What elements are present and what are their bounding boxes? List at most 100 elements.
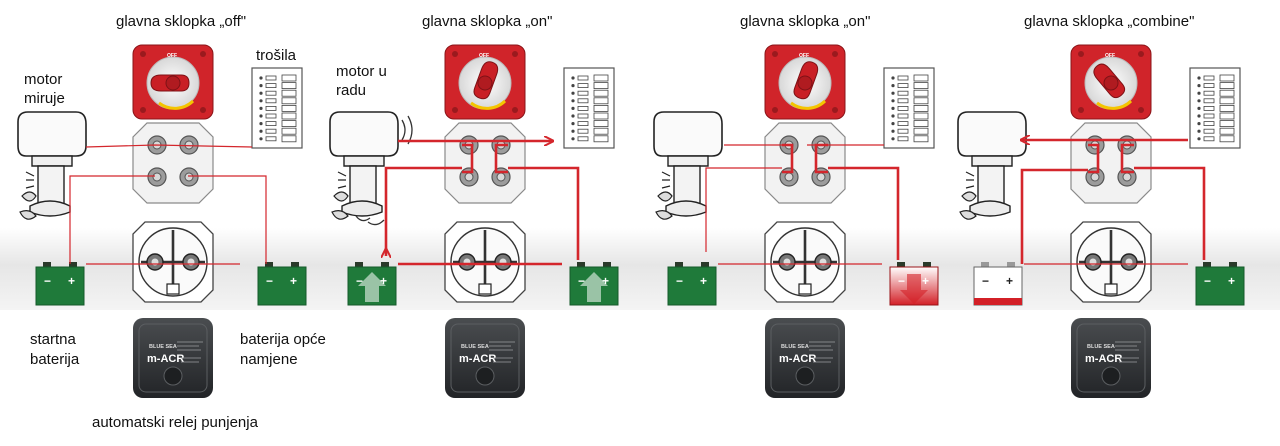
battery-plus-sign: + <box>1228 274 1235 288</box>
load-led <box>259 91 263 95</box>
load-switch <box>593 112 609 120</box>
battery-plus-sign: + <box>380 274 387 288</box>
load-led <box>571 84 575 88</box>
load-breaker <box>265 121 277 126</box>
relay-body <box>133 318 213 398</box>
relay-brand: BLUE SEA <box>149 344 177 350</box>
switch-off-text: OFF <box>799 53 809 59</box>
battery: −+ <box>973 262 1023 306</box>
switch-knob-hub <box>1103 75 1119 91</box>
switch-terminals <box>444 122 526 204</box>
relay-button <box>163 366 183 386</box>
switch-terminals <box>132 122 214 204</box>
battery: −+ <box>667 262 717 306</box>
engine-lower-unit <box>665 200 707 217</box>
wire <box>814 143 828 174</box>
load-panel <box>251 67 303 149</box>
relay-bezel <box>138 323 208 393</box>
terminal-nut <box>1122 172 1132 182</box>
battery-terminal <box>381 262 389 267</box>
start-battery-label-line1: startna <box>30 331 76 348</box>
battery-terminal <box>701 262 709 267</box>
battery: −+ <box>347 262 397 306</box>
engine-midsection <box>971 155 1013 167</box>
load-led <box>1197 114 1201 118</box>
wire <box>494 143 508 174</box>
load-switch <box>1219 105 1235 112</box>
load-led <box>891 99 895 103</box>
battery-minus-sign: − <box>266 274 273 288</box>
switch-base <box>1070 221 1152 303</box>
relay-bezel <box>770 323 840 393</box>
battery-body <box>1195 266 1245 306</box>
load-led <box>259 84 263 88</box>
switch-base <box>764 221 846 303</box>
relay-model: m-ACR <box>147 353 184 365</box>
wire <box>1088 143 1100 174</box>
switch-terminals <box>764 122 846 204</box>
switch-off-text: OFF <box>167 53 177 59</box>
battery-terminal <box>923 262 931 267</box>
engine-label-line1: motor <box>24 71 63 88</box>
load-breaker <box>265 106 277 111</box>
panel2-title: glavna sklopka „on" <box>422 13 553 30</box>
load-led <box>1197 91 1201 95</box>
load-switch <box>281 105 297 112</box>
battery-body <box>667 266 717 306</box>
relay-fineprint <box>489 341 515 363</box>
switch-knob <box>473 61 499 100</box>
load-breaker <box>577 90 589 96</box>
base-tab <box>166 283 180 295</box>
load-switch <box>593 127 609 135</box>
load-breaker <box>265 136 277 142</box>
load-breaker <box>897 98 909 104</box>
load-switch <box>281 97 297 105</box>
battery-minus-sign: − <box>676 274 683 288</box>
load-breaker <box>577 98 589 104</box>
wire <box>508 166 580 260</box>
battery-plus-sign: + <box>68 274 75 288</box>
switch-screw <box>772 107 778 113</box>
load-switch <box>1219 112 1235 120</box>
load-switch <box>281 74 297 82</box>
switch-screw <box>832 51 838 57</box>
load-led <box>1197 129 1201 133</box>
wire <box>782 143 794 174</box>
battery: −+ <box>889 262 939 306</box>
load-switch <box>1219 97 1235 105</box>
load-breaker <box>577 113 589 119</box>
wire <box>462 143 474 174</box>
relay-bezel <box>1076 323 1146 393</box>
outboard-engine <box>17 111 87 220</box>
switch-off-text: OFF <box>1105 53 1115 59</box>
battery-terminal <box>355 262 363 267</box>
engine-shaft <box>349 165 377 207</box>
load-led <box>1197 137 1201 141</box>
switch-terminals <box>1070 122 1152 204</box>
load-breaker <box>1203 121 1215 126</box>
load-breaker <box>577 75 589 81</box>
engine-running-label-line2: radu <box>336 82 367 99</box>
panel3-title: glavna sklopka „on" <box>740 13 871 30</box>
load-breaker <box>1203 83 1215 89</box>
switch-screw <box>832 107 838 113</box>
relay-button <box>1101 366 1121 386</box>
relay-fineprint <box>1115 341 1141 363</box>
switch-screw <box>772 51 778 57</box>
engine-mount-lines <box>661 171 671 189</box>
wire <box>1120 143 1134 174</box>
relay-model: m-ACR <box>779 353 816 365</box>
switch-screw <box>1138 107 1144 113</box>
battery-terminal <box>291 262 299 267</box>
battery-switch: OFF <box>764 44 846 120</box>
load-breaker <box>577 83 589 89</box>
wire <box>1134 166 1206 260</box>
engine-shaft <box>977 165 1005 207</box>
load-led <box>891 91 895 95</box>
engine-propeller <box>331 191 349 220</box>
switch-screw <box>140 51 146 57</box>
